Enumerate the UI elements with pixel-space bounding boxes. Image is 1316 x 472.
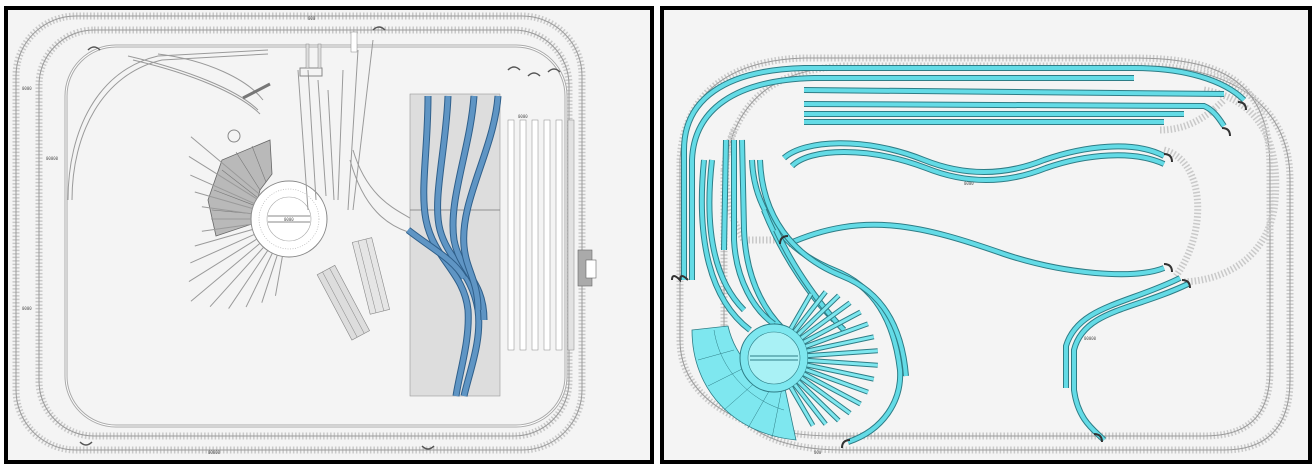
inner-line-1 bbox=[67, 49, 269, 201]
radial-track bbox=[793, 383, 827, 426]
radial-track bbox=[797, 380, 840, 422]
radial-track bbox=[228, 250, 269, 309]
radial-track bbox=[803, 310, 862, 344]
lower-sidings bbox=[316, 237, 390, 341]
track-label: 00000 bbox=[1084, 336, 1097, 341]
radial-track bbox=[807, 358, 878, 367]
cyan-track[interactable] bbox=[787, 222, 1165, 277]
cyan-track[interactable] bbox=[732, 140, 776, 326]
track-label: 000 bbox=[308, 16, 316, 21]
radial-track bbox=[209, 246, 264, 308]
radial-track bbox=[789, 293, 813, 330]
right-track-layout-panel: 0000 00000 000 bbox=[660, 6, 1312, 464]
cyan-track[interactable] bbox=[803, 88, 1225, 96]
roundhouse-stalls bbox=[697, 329, 785, 439]
cyan-track[interactable] bbox=[790, 150, 1165, 182]
radial-track bbox=[194, 191, 253, 210]
track-label: 00000 bbox=[208, 450, 221, 455]
radial-track bbox=[793, 290, 827, 333]
cyan-track[interactable] bbox=[758, 159, 908, 377]
track-bumpers bbox=[79, 26, 561, 450]
radial-track bbox=[805, 368, 869, 394]
radial-track bbox=[188, 156, 258, 200]
cyan-track-outline bbox=[681, 65, 1247, 280]
radial-track bbox=[245, 252, 273, 308]
turntable[interactable]: 0000 bbox=[250, 180, 328, 258]
cyan-track[interactable] bbox=[1072, 282, 1189, 442]
cyan-track[interactable] bbox=[699, 159, 752, 332]
radial-track bbox=[190, 136, 261, 195]
track-label: 000 bbox=[814, 450, 822, 455]
turntable-radial-tracks bbox=[188, 136, 283, 309]
cyan-track[interactable] bbox=[722, 139, 728, 251]
track-label: 0000 bbox=[518, 114, 528, 119]
outer-loop-tracks bbox=[12, 12, 586, 454]
left-track-layout-panel: 0000 bbox=[4, 6, 654, 464]
turntable-radial-tracks bbox=[788, 290, 878, 427]
inner-line-2 bbox=[71, 53, 269, 201]
track-bumpers bbox=[671, 101, 1247, 449]
turntable[interactable] bbox=[739, 323, 809, 393]
radial-track bbox=[805, 322, 869, 348]
radial-track bbox=[201, 223, 252, 232]
mid-yard-bundle bbox=[297, 31, 414, 233]
cyan-track[interactable] bbox=[690, 76, 1134, 280]
track-label: 00000 bbox=[46, 156, 59, 161]
radial-track bbox=[188, 238, 258, 282]
radial-track bbox=[797, 294, 840, 336]
radial-track bbox=[274, 256, 283, 296]
upper-yard-leads bbox=[127, 53, 271, 115]
radial-track bbox=[806, 335, 875, 353]
cyan-track-outline bbox=[786, 221, 1166, 278]
cyan-track[interactable] bbox=[707, 159, 746, 312]
radial-track bbox=[806, 363, 875, 381]
track-label: 0000 bbox=[22, 86, 32, 91]
cyan-track[interactable] bbox=[740, 139, 786, 332]
radial-track bbox=[807, 349, 878, 358]
radial-track bbox=[190, 174, 255, 205]
cyan-track[interactable] bbox=[782, 141, 1165, 174]
radial-track bbox=[800, 376, 851, 415]
cyan-track[interactable] bbox=[682, 66, 1246, 280]
left-track-layout-diagram: 0000 bbox=[12, 12, 597, 455]
radial-track bbox=[190, 233, 255, 264]
track-label: 0000 bbox=[964, 181, 974, 186]
cyan-track[interactable] bbox=[803, 102, 1226, 128]
right-track-layout-diagram: 0000 00000 000 bbox=[671, 54, 1294, 455]
radial-track bbox=[789, 386, 815, 427]
cyan-track-network[interactable] bbox=[681, 65, 1247, 445]
track-label: 0000 bbox=[22, 306, 32, 311]
radial-track bbox=[194, 228, 253, 247]
right-yard bbox=[507, 119, 597, 351]
radial-track bbox=[201, 206, 252, 215]
cyan-track[interactable] bbox=[1064, 276, 1181, 388]
radial-track bbox=[190, 243, 261, 302]
radial-track bbox=[800, 301, 851, 340]
radial-track bbox=[261, 254, 278, 303]
staging-blue-tracks[interactable] bbox=[405, 95, 502, 397]
turntable-code: 0000 bbox=[284, 217, 294, 222]
radial-track bbox=[803, 372, 862, 406]
crossing-icon bbox=[227, 129, 241, 143]
